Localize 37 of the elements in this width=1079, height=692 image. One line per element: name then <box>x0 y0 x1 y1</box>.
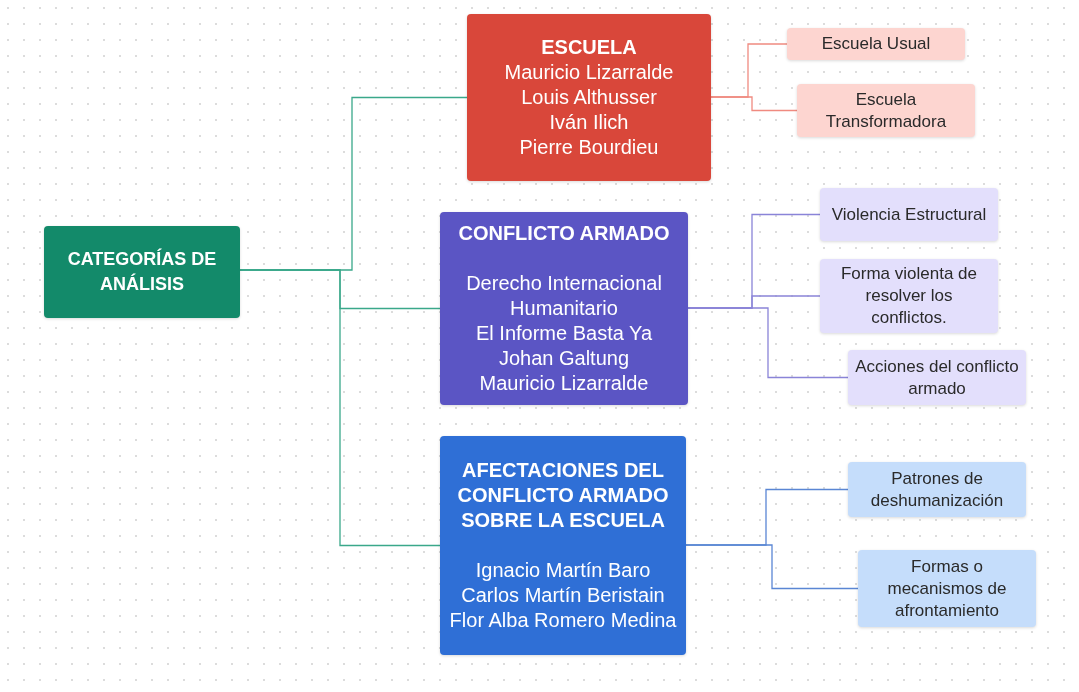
category-box <box>440 436 686 655</box>
node-text: Mauricio Lizarralde <box>479 371 649 396</box>
node-text: Louis Althusser <box>521 85 657 110</box>
subtopic-box <box>820 259 998 333</box>
node-heading: AFECTACIONES DEL CONFLICTO ARMADO SOBRE LA ESCUELA <box>456 458 670 533</box>
node-text: Mauricio Lizarralde <box>504 60 674 85</box>
node-heading: CONFLICTO ARMADO <box>458 221 670 246</box>
node-text: Violencia Estructural <box>831 203 987 226</box>
node-heading: ESCUELA <box>541 35 637 60</box>
node-text: Iván Ilich <box>549 110 629 135</box>
subtopic-box <box>848 462 1026 517</box>
category-box <box>440 212 688 405</box>
connector-line <box>239 269 441 547</box>
node-text: Johan Galtung <box>498 346 630 371</box>
category-box <box>467 14 711 181</box>
node-text: Escuela Transformadora <box>824 88 948 133</box>
subtopic-box <box>848 350 1026 405</box>
node-text: Flor Alba Romero Medina <box>449 608 677 633</box>
node-heading: CATEGORÍAS DE ANÁLISIS <box>66 247 218 296</box>
node-text: Pierre Bourdieu <box>519 135 659 160</box>
node-text: Forma violenta de resolver los conflictos. <box>839 263 979 329</box>
node-text: Formas o mecanismos de afrontamiento <box>886 555 1008 622</box>
node-text: Derecho Internacional Humanitario <box>465 271 663 321</box>
subtopic-box <box>787 28 965 60</box>
subtopic-box <box>858 550 1036 627</box>
node-text: Escuela Usual <box>821 33 931 55</box>
node-text: Acciones del conflicto armado <box>854 355 1020 400</box>
connector-line <box>687 307 849 379</box>
node-text: Ignacio Martín Baro <box>475 558 651 583</box>
node-text: El Informe Basta Ya <box>476 321 652 346</box>
subtopic-box <box>820 188 998 241</box>
subtopic-box <box>797 84 975 137</box>
node-text: Carlos Martín Beristain <box>461 583 665 608</box>
category-box <box>44 226 240 318</box>
connector-line <box>710 96 798 112</box>
node-text: Patrones de deshumanización <box>869 467 1005 512</box>
connector-line <box>685 544 859 590</box>
